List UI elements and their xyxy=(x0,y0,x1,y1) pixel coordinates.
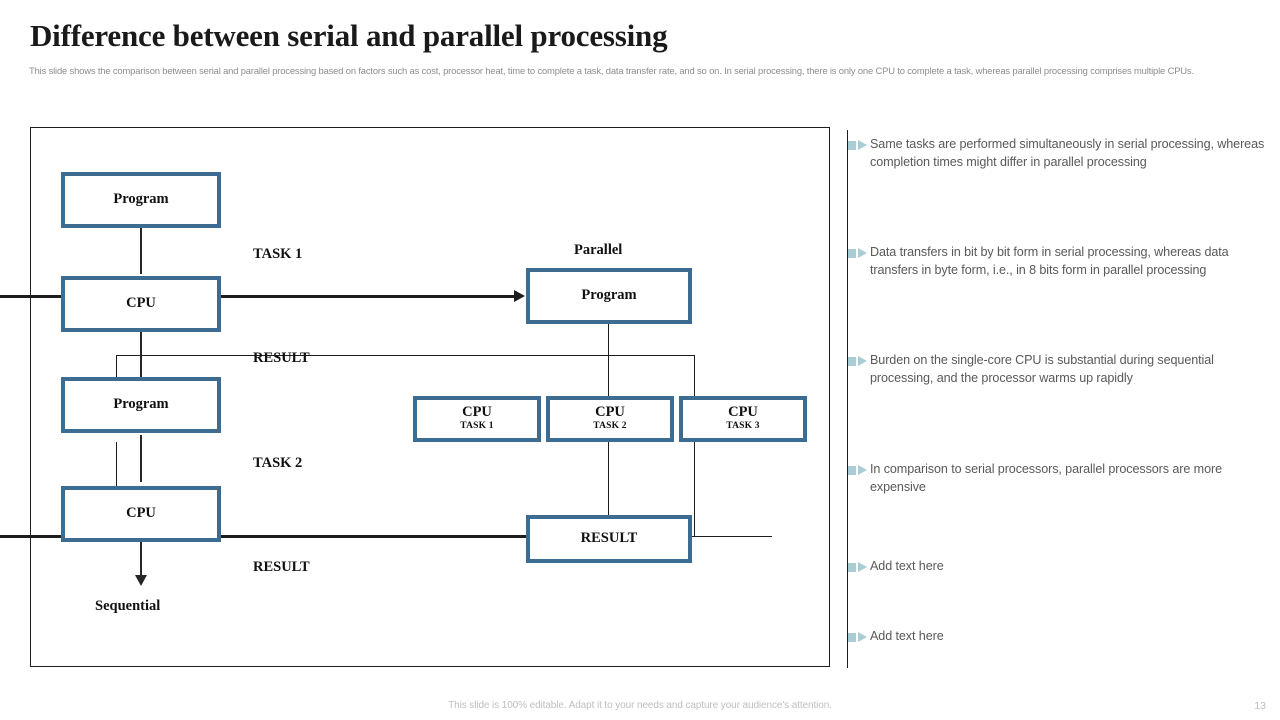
list-item[interactable]: Add text here xyxy=(848,558,1268,576)
page-subtitle: This slide shows the comparison between … xyxy=(29,65,1194,76)
serial-arrow-head xyxy=(135,575,147,586)
serial-connector-3 xyxy=(140,435,143,482)
serial-box-cpu-1: CPU xyxy=(61,276,221,332)
bullet-arrow-icon xyxy=(848,631,870,645)
parallel-box-task-label: TASK 2 xyxy=(593,421,627,432)
parallel-box-program: Program xyxy=(526,268,692,324)
list-item-text: Same tasks are performed simultaneously … xyxy=(870,137,1265,169)
list-item[interactable]: Burden on the single-core CPU is substan… xyxy=(848,352,1268,387)
serial-stage-label-result-1: RESULT xyxy=(253,350,310,366)
bullet-arrow-icon xyxy=(848,355,870,369)
parallel-gather-cpu-2 xyxy=(608,442,610,515)
parallel-program-stem xyxy=(608,324,610,356)
serial-stage-label-task-1: TASK 1 xyxy=(253,246,303,262)
parallel-box-cpu-1: CPU TASK 1 xyxy=(413,396,541,442)
bullet-list: Same tasks are performed simultaneously … xyxy=(848,131,1268,671)
parallel-box-label: RESULT xyxy=(580,530,638,547)
parallel-box-cpu-2: CPU TASK 2 xyxy=(546,396,674,442)
serial-box-program-2: Program xyxy=(61,377,221,433)
list-item[interactable]: Add text here xyxy=(848,628,1268,646)
parallel-box-task-label: TASK 1 xyxy=(460,421,494,432)
list-item[interactable]: Same tasks are performed simultaneously … xyxy=(848,136,1268,171)
list-item-text: Data transfers in bit by bit form in ser… xyxy=(870,245,1229,277)
parallel-box-cpu-3: CPU TASK 3 xyxy=(679,396,807,442)
parallel-feedback-arrow-head xyxy=(514,290,525,302)
serial-stage-label-task-2: TASK 2 xyxy=(253,455,303,471)
serial-box-program-1: Program xyxy=(61,172,221,228)
parallel-box-label: CPU xyxy=(595,404,625,421)
parallel-box-label: CPU xyxy=(462,404,492,421)
parallel-box-result: RESULT xyxy=(526,515,692,563)
parallel-gather-bus-right xyxy=(692,536,772,538)
serial-connector-2 xyxy=(140,331,143,378)
parallel-feedback-bottom xyxy=(0,535,526,538)
list-item-text: Add text here xyxy=(870,559,944,573)
list-item[interactable]: Data transfers in bit by bit form in ser… xyxy=(848,244,1268,279)
parallel-branch-cpu-2 xyxy=(608,355,610,401)
serial-box-label: Program xyxy=(113,396,169,413)
bullet-arrow-icon xyxy=(848,247,870,261)
serial-box-label: CPU xyxy=(126,295,156,312)
parallel-box-label: Program xyxy=(581,287,637,304)
bullet-arrow-icon xyxy=(848,139,870,153)
serial-connector-1 xyxy=(140,228,143,274)
footer-note: This slide is 100% editable. Adapt it to… xyxy=(448,700,832,711)
diagram-panel: Program TASK 1 CPU RESULT Program TASK 2… xyxy=(0,127,830,667)
bullets-divider xyxy=(847,130,849,668)
serial-box-label: CPU xyxy=(126,505,156,522)
parallel-flow-caption: Parallel xyxy=(574,242,623,258)
page-number: 13 xyxy=(1254,700,1266,712)
serial-stage-label-result-2: RESULT xyxy=(253,559,310,575)
list-item-text: In comparison to serial processors, para… xyxy=(870,462,1222,494)
list-item[interactable]: In comparison to serial processors, para… xyxy=(848,461,1268,496)
bullet-arrow-icon xyxy=(848,464,870,478)
page-title: Difference between serial and parallel p… xyxy=(30,18,668,53)
parallel-branch-cpu-3 xyxy=(694,355,696,401)
parallel-box-task-label: TASK 3 xyxy=(726,421,760,432)
parallel-fanout-bus xyxy=(116,355,695,357)
serial-box-cpu-2: CPU xyxy=(61,486,221,542)
serial-box-label: Program xyxy=(113,191,169,208)
bullet-arrow-icon xyxy=(848,561,870,575)
serial-connector-4 xyxy=(140,539,143,577)
list-item-text: Burden on the single-core CPU is substan… xyxy=(870,353,1214,385)
parallel-box-label: CPU xyxy=(728,404,758,421)
list-item-text: Add text here xyxy=(870,629,944,643)
parallel-gather-cpu-3 xyxy=(694,442,696,537)
serial-flow-caption: Sequential xyxy=(95,598,161,614)
parallel-feedback-top xyxy=(0,295,515,298)
